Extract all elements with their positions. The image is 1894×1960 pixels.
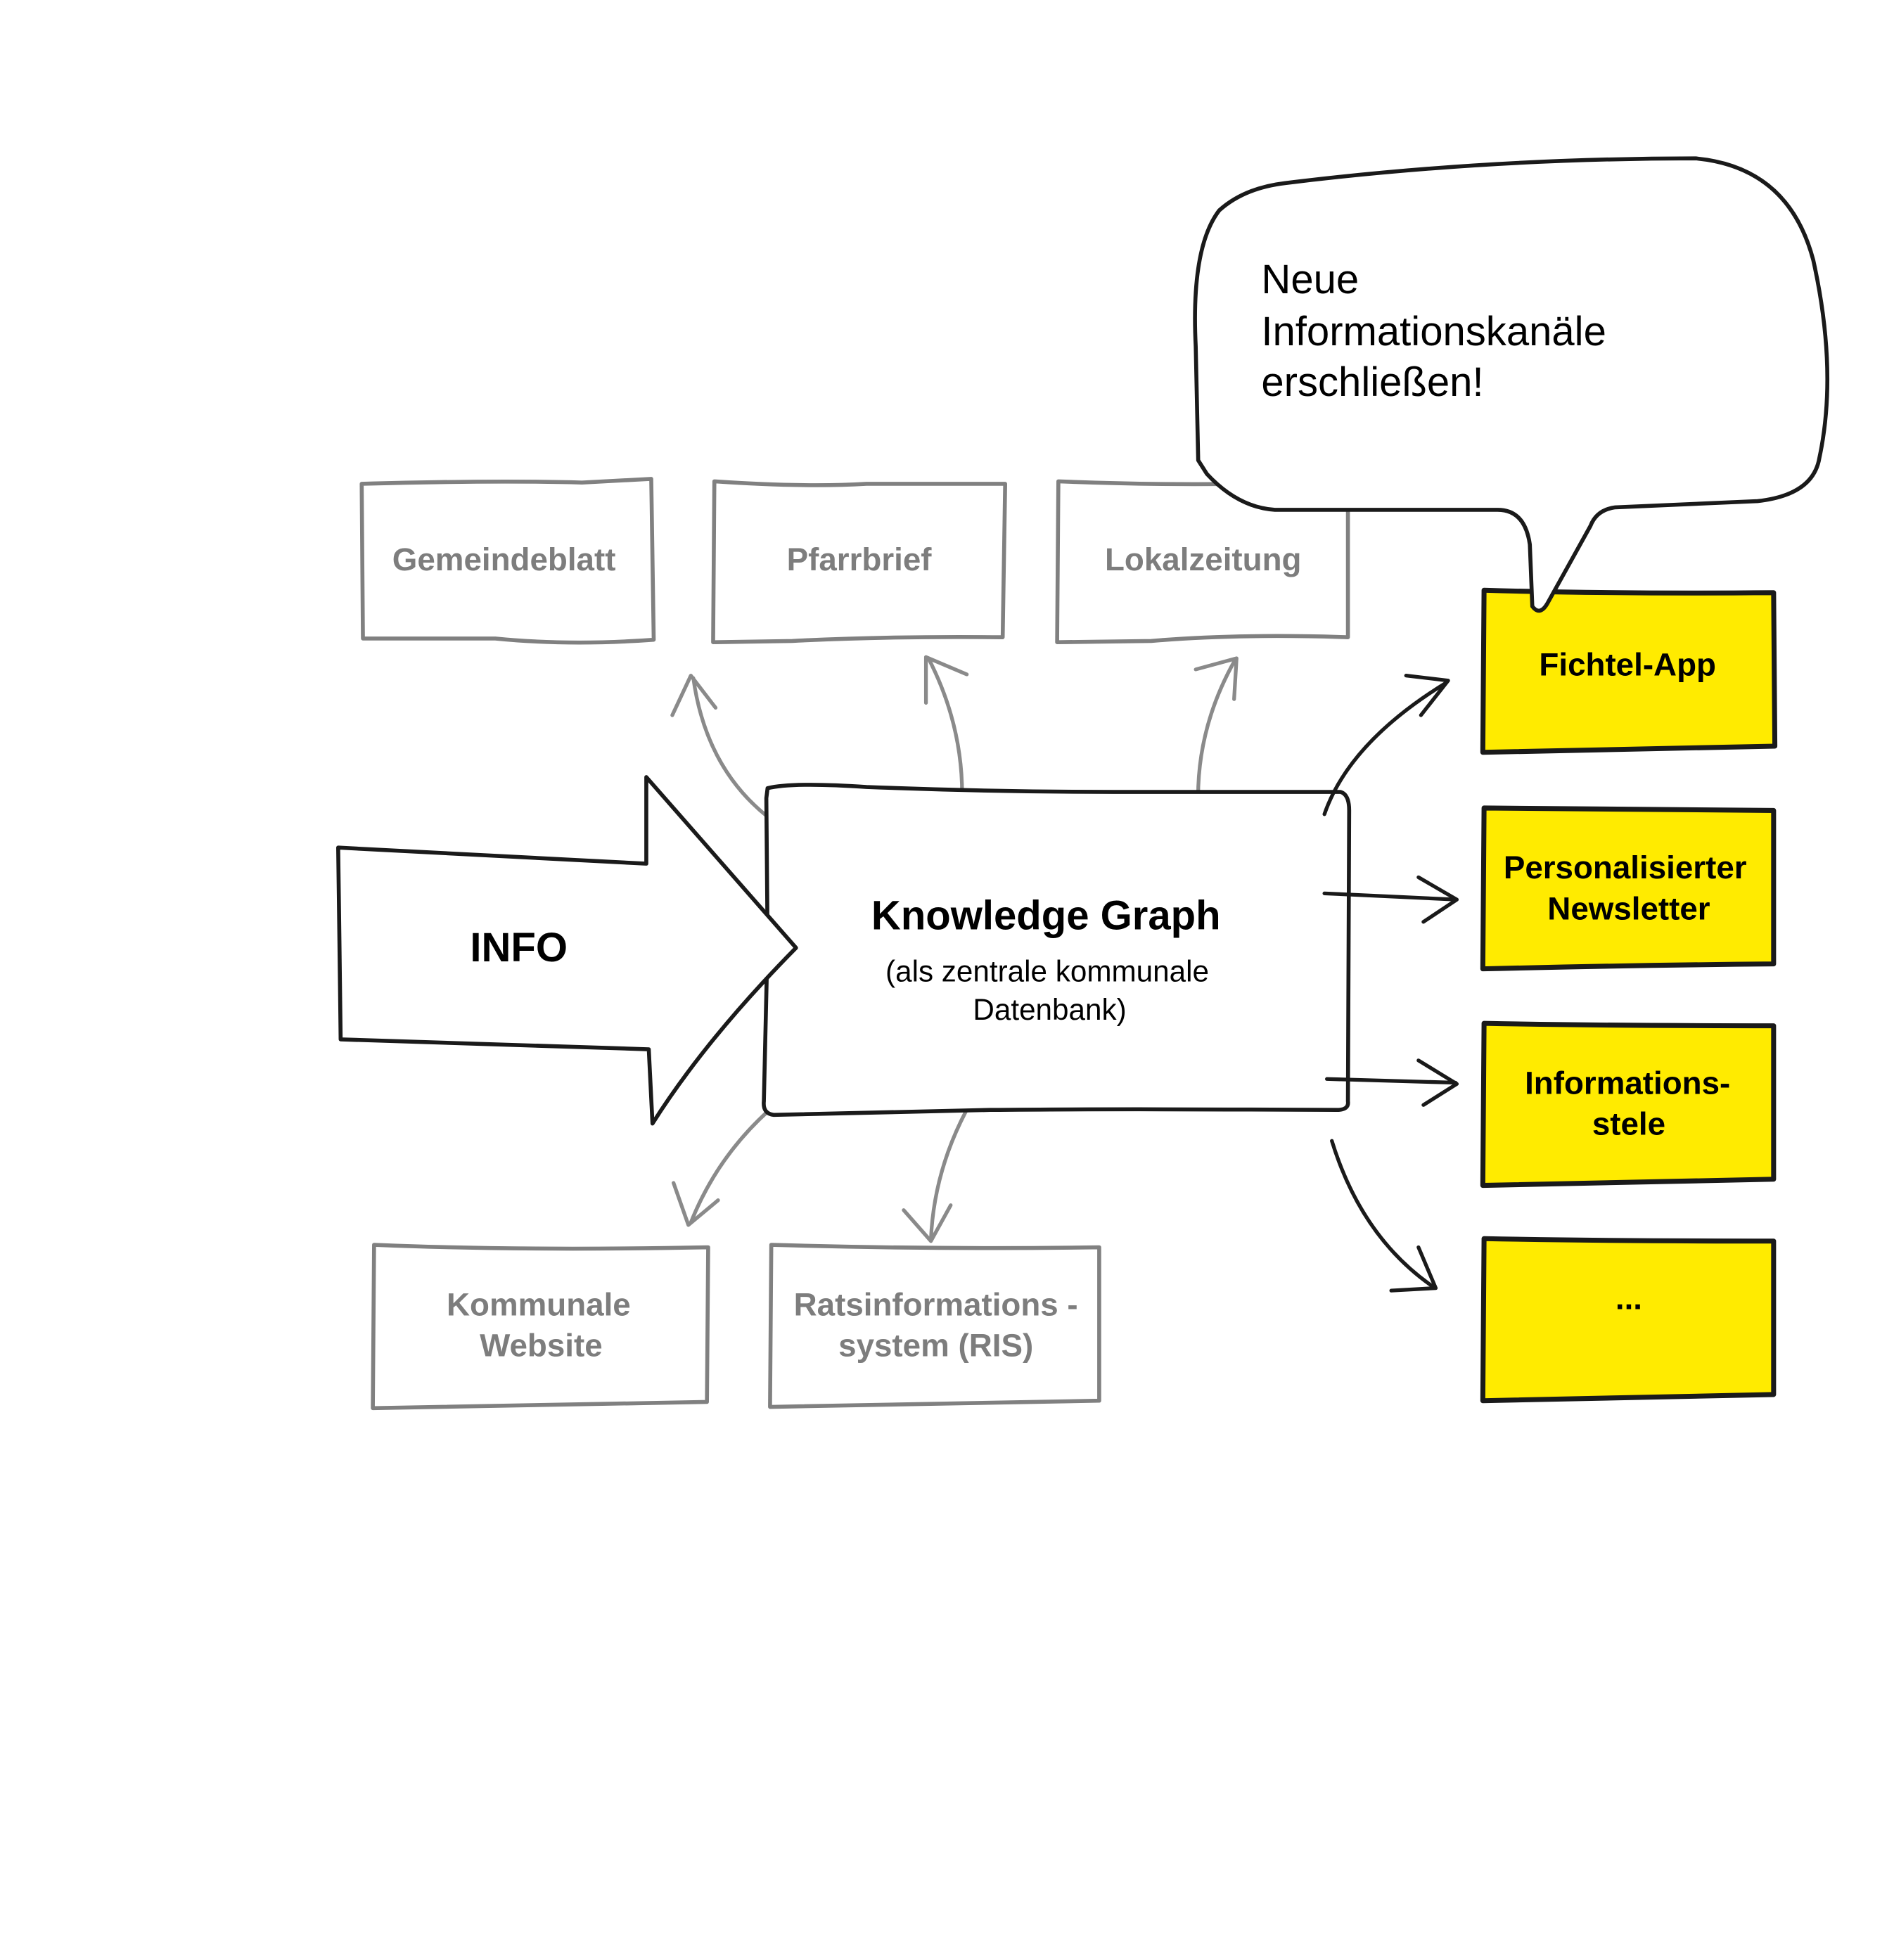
speech-bubble-line-1: Neue bbox=[1261, 257, 1359, 302]
legacy-channel-kommunale-website: Kommunale Website bbox=[371, 1243, 710, 1411]
legacy-channel-label-line-2: system (RIS) bbox=[838, 1327, 1033, 1363]
new-channel-label: ... bbox=[1615, 1281, 1642, 1317]
knowledge-graph-title: Knowledge Graph bbox=[871, 892, 1221, 938]
knowledge-graph-box: Knowledge Graph (als zentrale kommunale … bbox=[762, 783, 1352, 1117]
new-channel-label: Fichtel-App bbox=[1539, 647, 1716, 683]
channel-fill bbox=[1480, 1236, 1777, 1404]
info-input-arrow: INFO bbox=[336, 775, 798, 1126]
new-channel-label-line-2: stele bbox=[1592, 1106, 1665, 1141]
new-channel-label-line-1: Personalisierter bbox=[1504, 850, 1747, 885]
legacy-channel-label: Gemeindeblatt bbox=[392, 542, 616, 577]
channel-fill bbox=[1480, 1020, 1777, 1189]
legacy-channel-label: Lokalzeitung bbox=[1105, 542, 1302, 577]
speech-bubble-line-2: Informationskanäle bbox=[1261, 309, 1606, 354]
legacy-channel-label: Pfarrbrief bbox=[787, 542, 933, 577]
info-arrow-label: INFO bbox=[470, 925, 568, 971]
new-channel-informationsstele: Informations- stele bbox=[1480, 1020, 1777, 1189]
legacy-channel-lokalzeitung: Lokalzeitung bbox=[1055, 479, 1350, 644]
channel-fill bbox=[1480, 805, 1777, 972]
legacy-channel-label-line-2: Website bbox=[480, 1327, 603, 1363]
arrow-to-more-channels bbox=[1330, 1139, 1438, 1293]
channel-fill bbox=[1480, 587, 1778, 755]
legacy-channel-pfarrbrief: Pfarrbrief bbox=[711, 479, 1008, 644]
knowledge-graph-subtitle-line-2: Datenbank) bbox=[973, 993, 1126, 1026]
legacy-channel-ratsinformationssystem: Ratsinformations - system (RIS) bbox=[768, 1243, 1101, 1409]
arrow-to-gemeindeblatt bbox=[670, 674, 770, 819]
arrow-to-informationsstele bbox=[1325, 1058, 1459, 1107]
new-channel-label-line-2: Newsletter bbox=[1547, 890, 1710, 926]
legacy-channel-label-line-1: Kommunale bbox=[447, 1286, 631, 1322]
knowledge-graph-subtitle-line-1: (als zentrale kommunale bbox=[885, 954, 1209, 987]
speech-bubble: Neue Informationskanäle erschließen! bbox=[1193, 156, 1830, 613]
arrow-to-fichtel-app bbox=[1322, 674, 1450, 816]
arrow-to-newsletter bbox=[1322, 875, 1459, 924]
new-channel-fichtel-app: Fichtel-App bbox=[1480, 587, 1778, 755]
new-channel-more: ... bbox=[1480, 1236, 1777, 1404]
new-channel-label-line-1: Informations- bbox=[1525, 1065, 1730, 1101]
new-channel-personalisierter-newsletter: Personalisierter Newsletter bbox=[1480, 805, 1777, 972]
legacy-channel-label-line-1: Ratsinformations - bbox=[794, 1286, 1078, 1322]
legacy-channel-gemeindeblatt: Gemeindeblatt bbox=[359, 477, 656, 645]
speech-bubble-line-3: erschließen! bbox=[1261, 359, 1483, 405]
